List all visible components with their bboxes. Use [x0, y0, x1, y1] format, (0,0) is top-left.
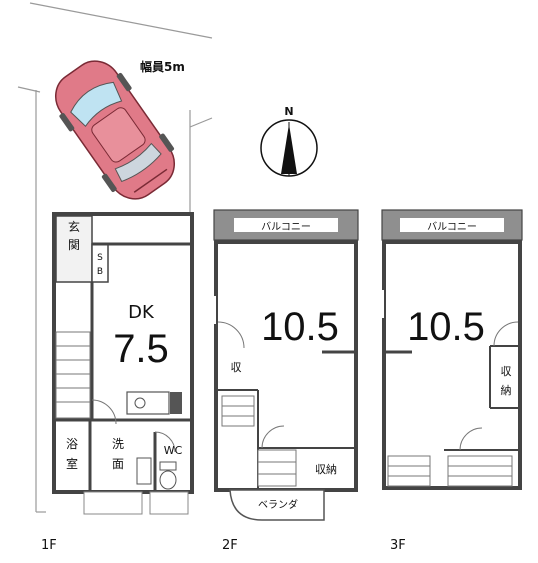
balcony-2f-label: バルコニー — [261, 221, 311, 233]
site-outline — [17, 2, 213, 513]
storage-2f-small-label: 収 — [231, 361, 242, 374]
room-3f-size: 10.5 — [407, 305, 485, 349]
veranda-label: ベランダ — [258, 498, 298, 511]
wc-label: WC — [164, 444, 183, 457]
sb-label-2: B — [97, 267, 103, 277]
entrance-label-2: 関 — [68, 238, 80, 252]
washroom-label-1: 洗 — [112, 437, 124, 451]
storage-3f-label-1: 収 — [501, 365, 512, 378]
floor-1f-label: 1F — [41, 538, 57, 553]
floor-3f-label: 3F — [390, 538, 406, 553]
sb-label-1: S — [97, 253, 103, 263]
bath-label-1: 浴 — [66, 437, 78, 451]
storage-3f-label-2: 納 — [501, 384, 512, 397]
bath-label-2: 室 — [66, 456, 78, 471]
room-2f-size: 10.5 — [261, 305, 339, 349]
entrance-label-1: 玄 — [68, 219, 80, 234]
floor-1f-plan — [52, 212, 194, 515]
floor-2f-label: 2F — [222, 538, 238, 553]
road-width-label: 幅員5m — [140, 59, 185, 74]
dk-room-label: DK — [128, 302, 155, 323]
north-compass-icon — [260, 119, 318, 177]
balcony-3f-label: バルコニー — [427, 221, 477, 233]
storage-2f-label: 収納 — [315, 463, 337, 476]
dk-room-size: 7.5 — [113, 327, 169, 371]
north-label: N — [284, 105, 293, 118]
floor-3f-plan — [380, 209, 523, 490]
floor-2f-plan — [212, 209, 359, 521]
washroom-label-2: 面 — [112, 457, 124, 471]
car-illustration — [54, 60, 176, 200]
